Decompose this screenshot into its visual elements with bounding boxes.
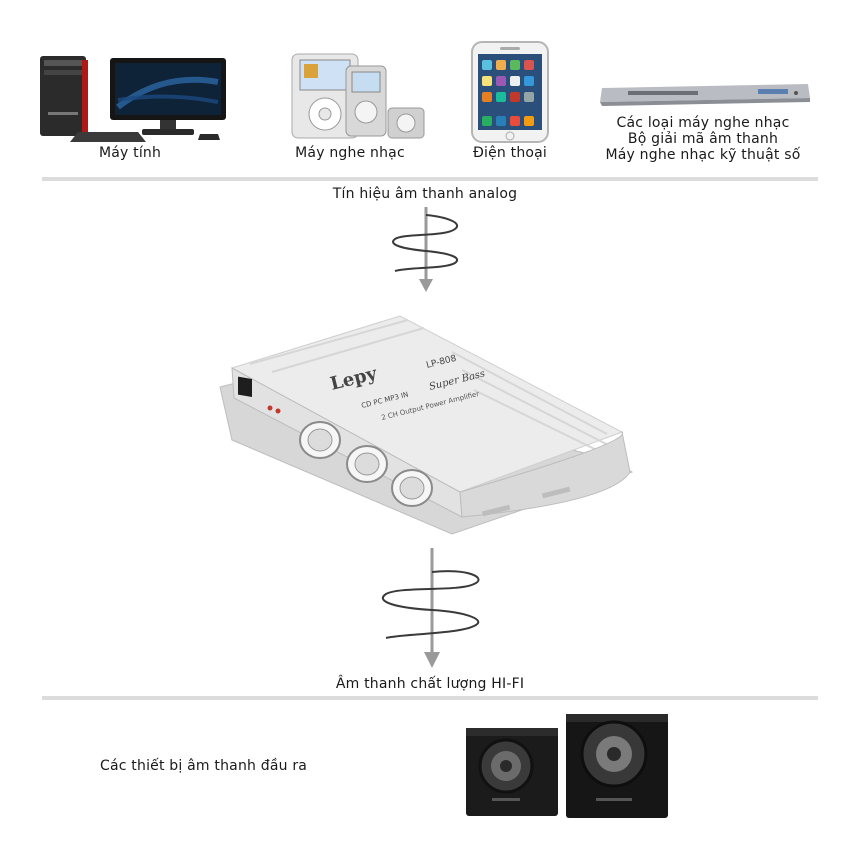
speakers-icon	[466, 714, 668, 818]
desktop-computer-icon	[40, 56, 226, 142]
knob-2	[346, 445, 388, 483]
signal-out-label: Âm thanh chất lượng HI-FI	[335, 676, 525, 692]
source-label-dvd: Các loại máy nghe nhạc Bộ giải mã âm tha…	[578, 115, 828, 163]
divider-bottom	[42, 696, 818, 700]
source-devices-row: Máy tính Máy nghe nhạc	[0, 0, 850, 180]
knob-1	[299, 421, 341, 459]
signal-in-label: Tín hiệu âm thanh analog	[332, 186, 518, 202]
signal-arrow-in-icon	[392, 207, 458, 292]
source-label-phone: Điện thoại	[472, 145, 548, 161]
music-player-icon	[291, 53, 425, 139]
output-label: Các thiết bị âm thanh đầu ra	[100, 758, 308, 774]
dvd-player-icon	[600, 84, 810, 106]
power-amplifier-icon: Lepy LP-808 CD PC MP3 IN Super Bass 2 CH…	[219, 315, 634, 535]
source-label-dvd-line-3: Máy nghe nhạc kỹ thuật số	[605, 147, 801, 163]
source-label-music-player: Máy nghe nhạc	[295, 145, 405, 161]
smartphone-icon	[471, 41, 549, 143]
divider-top	[42, 177, 818, 181]
knob-3	[391, 469, 433, 507]
source-label-dvd-line-2: Bộ giải mã âm thanh	[627, 131, 779, 147]
source-label-computer: Máy tính	[98, 145, 162, 161]
source-label-dvd-line-1: Các loại máy nghe nhạc	[616, 115, 790, 131]
signal-arrow-out-icon	[382, 548, 480, 668]
